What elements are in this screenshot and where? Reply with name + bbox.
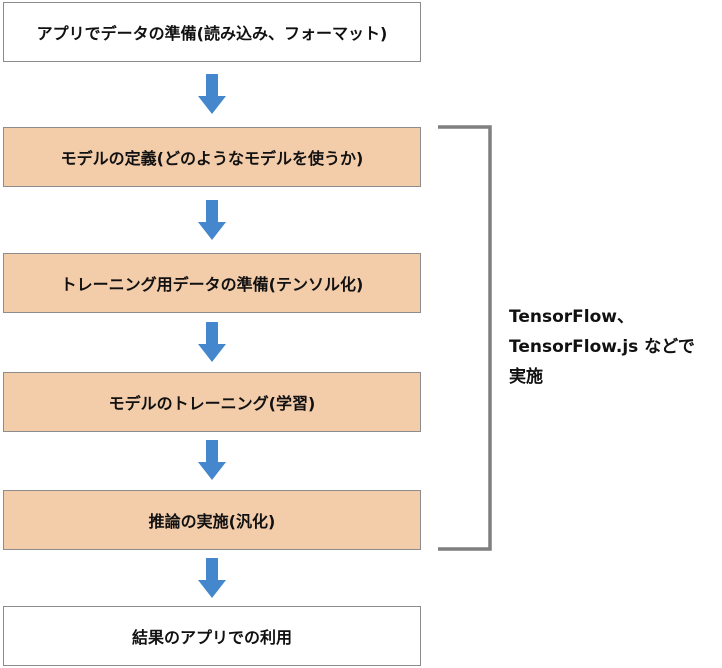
step-box-model-training: モデルのトレーニング(学習) [3,372,421,432]
step-label: モデルの定義(どのようなモデルを使うか) [60,149,364,168]
step-label: アプリでデータの準備(読み込み、フォーマット) [36,24,388,43]
arrow-shape [198,322,226,362]
grouping-bracket [438,125,492,551]
down-arrow-icon [198,440,226,480]
step-label: 推論の実施(汎化) [148,512,276,531]
down-arrow-icon [198,200,226,240]
down-arrow-icon [198,322,226,362]
step-box-data-preparation: アプリでデータの準備(読み込み、フォーマット) [3,2,421,62]
down-arrow-icon [198,74,226,114]
step-box-inference: 推論の実施(汎化) [3,490,421,550]
arrow-shape [198,200,226,240]
note-line: 実施 [509,367,543,387]
note-line: TensorFlow、 [509,307,634,327]
bracket-line [438,125,492,551]
arrow-shape [198,558,226,598]
step-label: トレーニング用データの準備(テンソル化) [60,275,364,294]
step-box-training-data-preparation: トレーニング用データの準備(テンソル化) [3,253,421,313]
step-label: モデルのトレーニング(学習) [108,394,316,413]
down-arrow-icon [198,558,226,598]
arrow-shape [198,440,226,480]
step-label: 結果のアプリでの利用 [131,628,292,647]
arrow-shape [198,74,226,114]
step-box-model-definition: モデルの定義(どのようなモデルを使うか) [3,127,421,187]
step-box-result-usage: 結果のアプリでの利用 [3,606,421,666]
tensorflow-note: TensorFlow、 TensorFlow.js などで 実施 [509,302,695,392]
note-line: TensorFlow.js などで [509,337,695,357]
